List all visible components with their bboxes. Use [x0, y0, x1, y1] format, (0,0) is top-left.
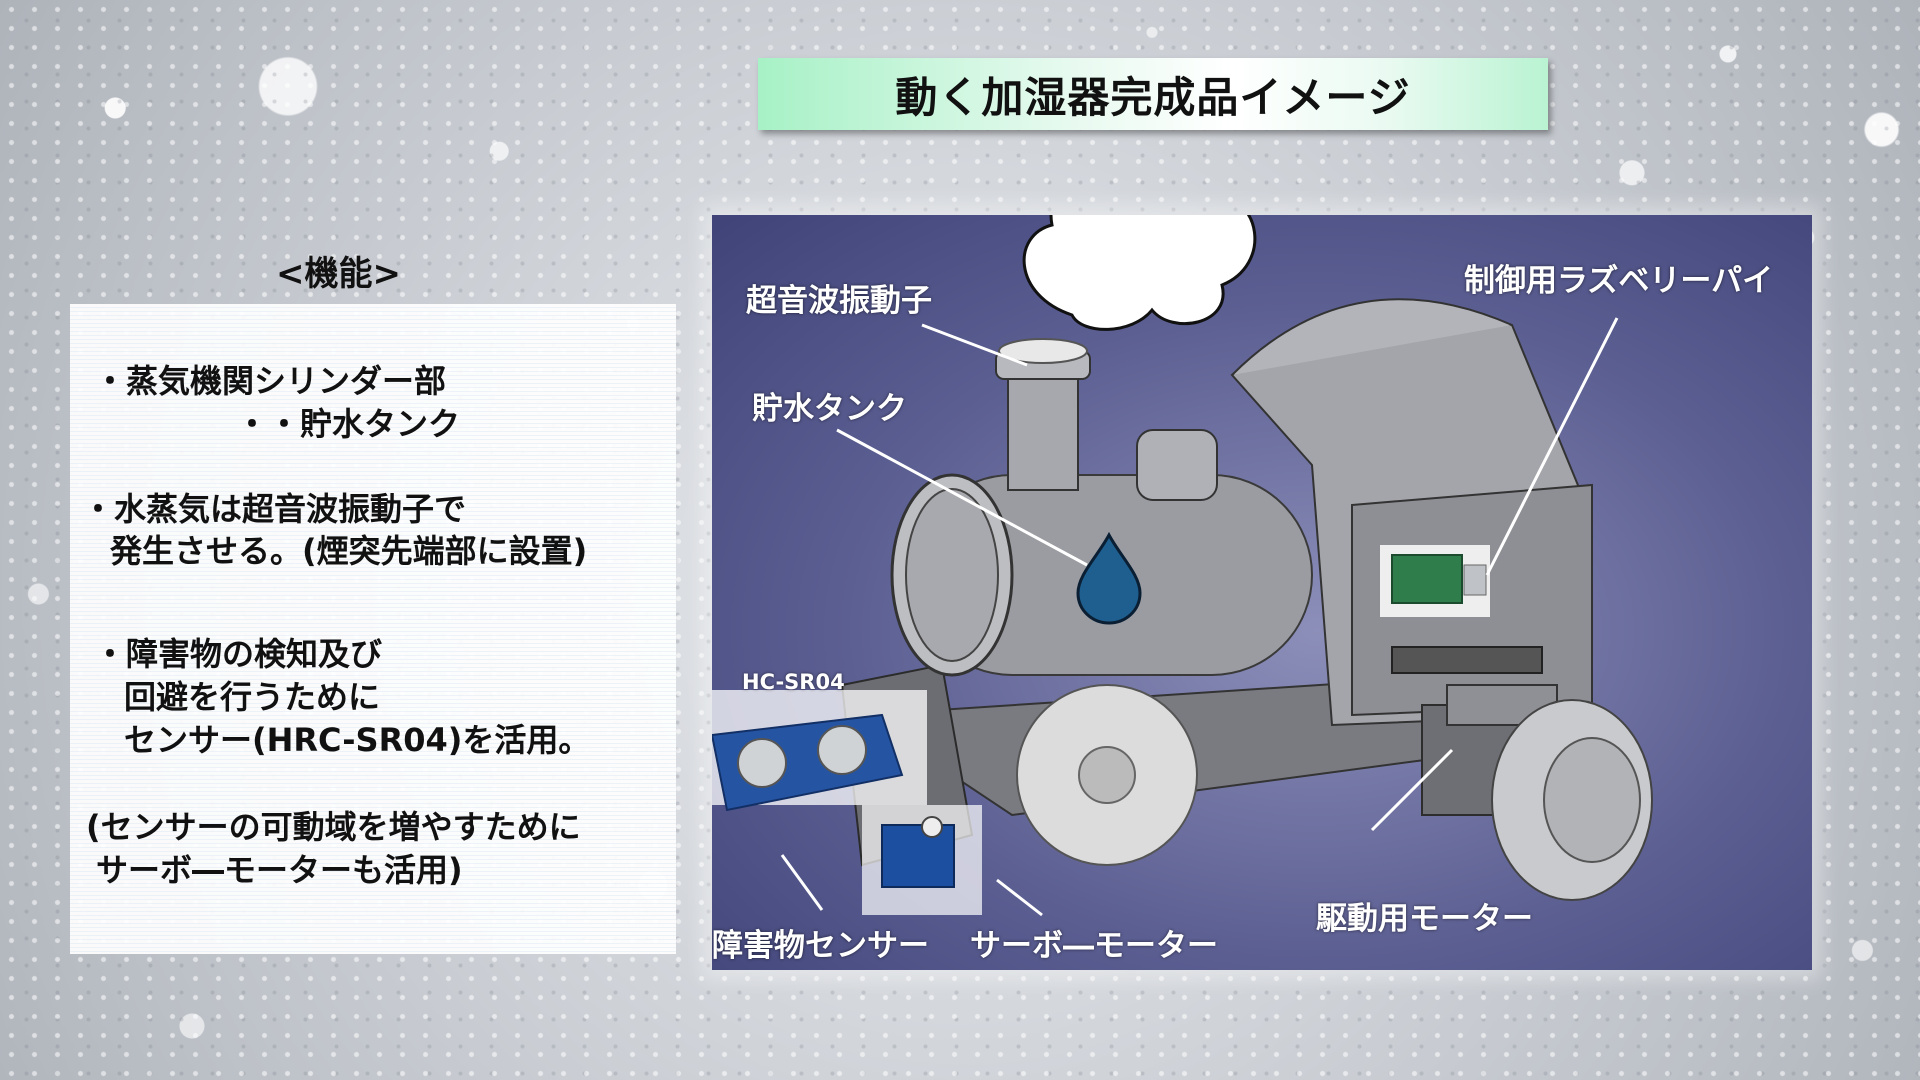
label-raspberry-pi: 制御用ラズベリーパイ: [1464, 263, 1774, 299]
features-panel: ・蒸気機関シリンダー部 ・・貯水タンク ・水蒸気は超音波振動子で 発生させる。(…: [70, 304, 676, 954]
label-water-tank: 貯水タンク: [752, 391, 907, 427]
feature-line: サーボ―モーターも活用): [96, 851, 463, 889]
page-title: 動く加湿器完成品イメージ: [895, 72, 1411, 122]
feature-line: ・障害物の検知及び: [94, 635, 383, 673]
feature-line: 回避を行うために: [124, 678, 381, 716]
label-servo-motor: サーボ―モーター: [970, 928, 1218, 964]
title-banner: 動く加湿器完成品イメージ: [758, 58, 1548, 130]
label-drive-motor: 駆動用モーター: [1316, 901, 1533, 937]
locomotive-model: [712, 215, 1653, 917]
locomotive-diagram: 超音波振動子 貯水タンク 制御用ラズベリーパイ HC-SR04 障害物センサー …: [712, 215, 1812, 970]
feature-line: ・水蒸気は超音波振動子で: [82, 490, 467, 528]
feature-line: ・・貯水タンク: [236, 405, 461, 443]
features-heading: <機能>: [276, 254, 401, 294]
feature-line: 発生させる。(煙突先端部に設置): [110, 532, 588, 570]
label-ultrasonic: 超音波振動子: [746, 283, 932, 319]
steam-cloud-icon: [1022, 215, 1257, 331]
label-obstacle-sensor: 障害物センサー: [712, 928, 929, 964]
water-drop-icon: [1076, 531, 1142, 625]
feature-line: (センサーの可動域を増やすために: [86, 808, 581, 846]
label-sensor-model: HC-SR04: [742, 670, 845, 694]
feature-line: ・蒸気機関シリンダー部: [94, 362, 447, 400]
feature-line: センサー(HRC-SR04)を活用。: [124, 721, 591, 759]
